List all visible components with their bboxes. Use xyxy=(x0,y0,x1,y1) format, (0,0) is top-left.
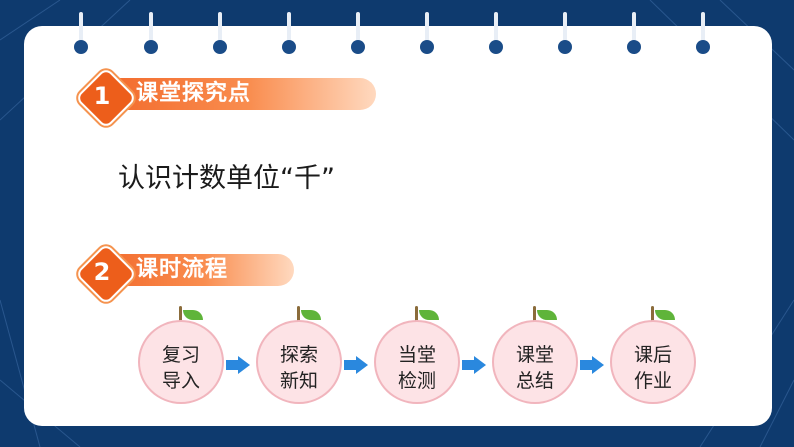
arrow-right-icon xyxy=(580,356,604,374)
peach-icon xyxy=(492,320,578,404)
leaf-icon xyxy=(419,310,439,320)
peach-icon xyxy=(256,320,342,404)
arrow-right-icon xyxy=(226,356,250,374)
binder-ring xyxy=(282,12,296,80)
section-header-inquiry: 1 课堂探究点 xyxy=(74,66,380,130)
peach-icon xyxy=(374,320,460,404)
binder-ring xyxy=(627,12,641,80)
arrow-right-icon xyxy=(462,356,486,374)
section-header-lesson-flow: 2 课时流程 xyxy=(74,242,380,306)
arrow-right-icon xyxy=(344,356,368,374)
binder-ring xyxy=(696,12,710,80)
section-number: 1 xyxy=(93,82,111,110)
flow-step-homework: 课后作业 xyxy=(610,306,696,406)
flow-step-explore: 探索新知 xyxy=(256,306,342,406)
binder-ring xyxy=(351,12,365,80)
section-title: 课堂探究点 xyxy=(136,81,252,106)
flow-step-test: 当堂检测 xyxy=(374,306,460,406)
header-bar xyxy=(94,78,376,110)
leaf-icon xyxy=(537,310,557,320)
leaf-icon xyxy=(183,310,203,320)
peach-icon xyxy=(138,320,224,404)
binder-ring xyxy=(74,12,88,80)
leaf-icon xyxy=(301,310,321,320)
flow-step-label: 探索新知 xyxy=(279,344,318,392)
peach-icon xyxy=(610,320,696,404)
binder-ring xyxy=(558,12,572,80)
binder-ring xyxy=(489,12,503,80)
binder-ring xyxy=(144,12,158,80)
flow-step-label: 课后作业 xyxy=(633,344,672,392)
inquiry-point-text: 认识计数单位“千” xyxy=(118,163,335,194)
leaf-icon xyxy=(655,310,675,320)
flow-step-label: 当堂检测 xyxy=(397,344,436,392)
flow-step-label: 课堂总结 xyxy=(515,344,554,392)
section-title: 课时流程 xyxy=(136,257,229,282)
binder-ring xyxy=(213,12,227,80)
binder-ring xyxy=(420,12,434,80)
flow-step-summary: 课堂总结 xyxy=(492,306,578,406)
flow-step-label: 复习导入 xyxy=(161,344,200,392)
section-number: 2 xyxy=(93,258,111,286)
flow-step-review: 复习导入 xyxy=(138,306,224,406)
